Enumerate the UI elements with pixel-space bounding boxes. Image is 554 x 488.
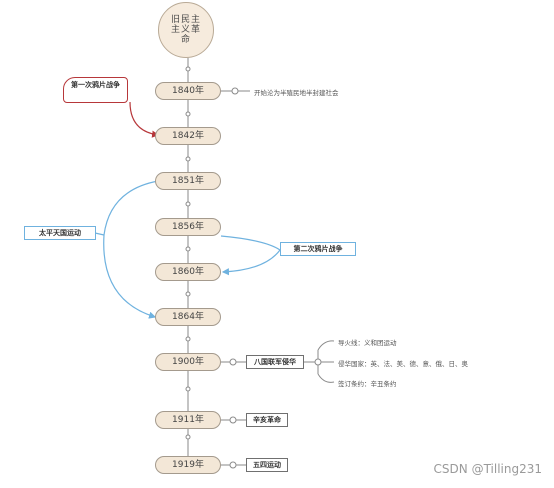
detail-fuse: 导火线：义和团运动 bbox=[338, 339, 397, 347]
xinhai-revolution-label: 辛亥革命 bbox=[253, 416, 281, 424]
connector-1840-knob bbox=[231, 87, 239, 95]
opium-war-2-callout[interactable]: 第二次鸦片战争 bbox=[280, 242, 356, 256]
opium-war-1-arrow bbox=[129, 101, 160, 138]
opium-war-1-label: 第一次鸦片战争 bbox=[71, 81, 120, 89]
connector-1900-end-knob bbox=[314, 358, 322, 366]
spine-dots bbox=[185, 66, 191, 440]
year-node-1911[interactable]: 1911年 bbox=[155, 411, 221, 429]
may-fourth-label: 五四运动 bbox=[253, 461, 281, 469]
taiping-callout[interactable]: 太平天国运动 bbox=[24, 226, 96, 240]
opium-war-2-arrow-top bbox=[220, 235, 281, 251]
connector-1919-knob bbox=[229, 461, 237, 469]
xinhai-revolution-box[interactable]: 辛亥革命 bbox=[246, 413, 288, 427]
opium-war-2-label: 第二次鸦片战争 bbox=[293, 245, 343, 253]
root-topic[interactable]: 旧民主主义革命 bbox=[158, 2, 214, 58]
root-topic-label: 旧民主主义革命 bbox=[171, 15, 202, 45]
taiping-arrow-top bbox=[103, 180, 159, 236]
boxer-event-label: 八国联军侵华 bbox=[254, 358, 296, 366]
connector-1911-knob bbox=[229, 416, 237, 424]
year-node-1864[interactable]: 1864年 bbox=[155, 308, 221, 326]
detail-countries: 侵华国家：英、法、美、德、意、俄、日、奥 bbox=[338, 360, 468, 368]
connector-1900-knob bbox=[229, 358, 237, 366]
boxer-event-box[interactable]: 八国联军侵华 bbox=[246, 355, 304, 369]
year-node-1860[interactable]: 1860年 bbox=[155, 263, 221, 281]
opium-war-1-callout[interactable]: 第一次鸦片战争 bbox=[63, 77, 128, 103]
taiping-arrow-bottom bbox=[103, 234, 157, 319]
year-node-1919[interactable]: 1919年 bbox=[155, 456, 221, 474]
connector-1900-details bbox=[304, 340, 335, 383]
year-node-1856[interactable]: 1856年 bbox=[155, 218, 221, 236]
taiping-label: 太平天国运动 bbox=[39, 229, 81, 237]
opium-war-2-arrow-bottom bbox=[221, 249, 281, 276]
watermark: CSDN @Tilling231 bbox=[433, 462, 542, 476]
note-1840: 开始沦为半殖民地半封建社会 bbox=[254, 89, 339, 97]
year-node-1900[interactable]: 1900年 bbox=[155, 353, 221, 371]
taiping-link bbox=[94, 232, 105, 236]
year-node-1851[interactable]: 1851年 bbox=[155, 172, 221, 190]
year-node-1842[interactable]: 1842年 bbox=[155, 127, 221, 145]
year-node-1840[interactable]: 1840年 bbox=[155, 82, 221, 100]
detail-treaty: 签订条约：辛丑条约 bbox=[338, 380, 397, 388]
may-fourth-box[interactable]: 五四运动 bbox=[246, 458, 288, 472]
